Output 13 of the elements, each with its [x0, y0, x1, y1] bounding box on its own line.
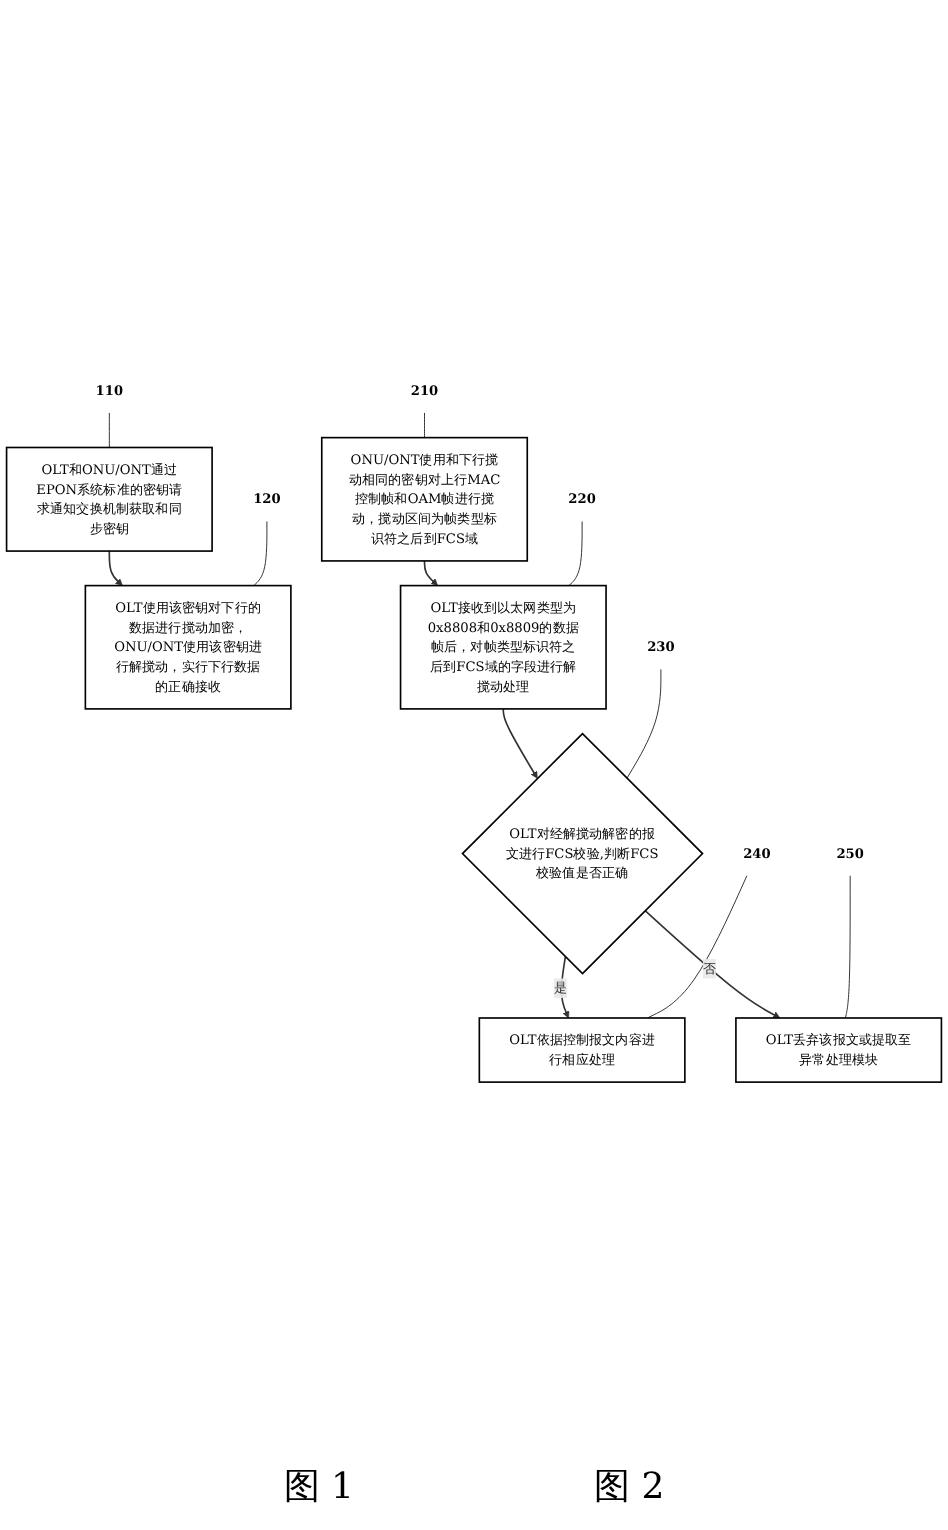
connector — [844, 874, 851, 1019]
connector — [568, 520, 583, 586]
connector — [108, 412, 110, 448]
figure-label: 图 1 — [283, 1464, 354, 1510]
connector — [424, 412, 425, 438]
arrow — [423, 559, 438, 586]
connector — [253, 520, 268, 586]
arrow — [644, 909, 781, 1018]
connector — [626, 668, 662, 779]
figure-label: 图 2 — [594, 1464, 665, 1510]
arrow — [502, 707, 538, 779]
arrow — [108, 549, 123, 586]
connector — [646, 874, 748, 1019]
